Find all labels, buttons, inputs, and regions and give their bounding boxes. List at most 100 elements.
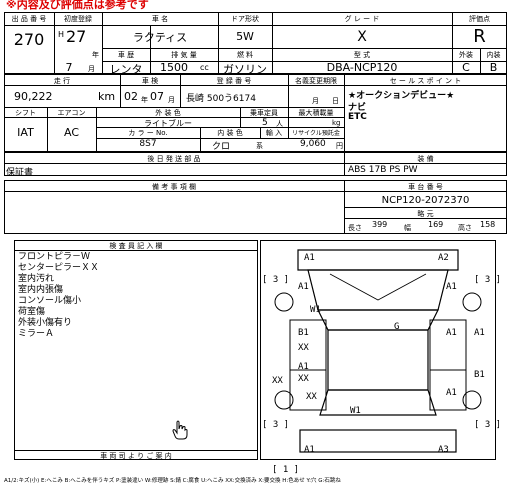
header-table <box>4 12 507 74</box>
score-label: 評価点 <box>469 15 490 23</box>
recycle-fee-unit: 円 <box>336 142 343 150</box>
size-label: 略 元 <box>417 210 434 218</box>
damage-label: A3 <box>438 445 449 455</box>
notes-list: フロントピラ－Ｗ センターピラーＸＸ 室内汚れ 室内内張傷 コンソール傷小 荷室… <box>18 252 99 340</box>
reg-year: 27 <box>66 27 87 46</box>
list-item: コンソール傷小 <box>18 296 82 306</box>
damage-label: G <box>394 322 400 332</box>
model-code: DBA-NCP120 <box>326 61 398 74</box>
grade-label: グ レ ー ド <box>344 15 380 23</box>
height: 158 <box>480 220 496 229</box>
first-reg-label: 初度登録 <box>64 15 92 23</box>
car-name: ラクティス <box>132 31 188 44</box>
recycle-label: 名義変更期限 <box>295 77 337 85</box>
plate-label: 登 録 番 号 <box>216 77 252 85</box>
int-label: 内装 <box>486 51 501 59</box>
door-type: 5W <box>236 30 254 43</box>
damage-label: A1 <box>298 282 309 292</box>
width-label: 幅 <box>404 224 411 232</box>
displacement: 1500 <box>160 61 188 74</box>
sales-point-1: ★オークションデビュー★ <box>348 91 455 101</box>
fuel: ガソリン <box>223 63 267 76</box>
mileage-table <box>4 74 507 152</box>
grade: X <box>357 29 367 45</box>
inspection-year-unit: 年 <box>141 96 148 104</box>
notes-panel <box>14 240 258 460</box>
door-label: ドア形状 <box>231 15 259 23</box>
damage-label: A1 <box>474 328 485 338</box>
fuel-label: 燃 料 <box>236 51 254 59</box>
ext-color-label: 外 装 色 <box>155 109 181 117</box>
capacity-unit: kg <box>332 119 341 127</box>
seats-label: 乗車定員 <box>250 109 278 117</box>
list-item: フロントピラ－Ｗ <box>18 252 91 262</box>
displacement-unit: cc <box>200 63 209 72</box>
damage-label: A1 <box>446 388 457 398</box>
width: 169 <box>428 220 444 229</box>
chassis-label: 車 台 番 号 <box>408 183 443 191</box>
reg-year-unit: 年 <box>92 51 99 59</box>
damage-label: A1 <box>298 362 309 372</box>
era: H <box>58 30 65 39</box>
recycle-fee-label: リサイクル預託金 <box>292 130 340 137</box>
damage-label: [ 1 ] <box>272 465 300 475</box>
damage-label: [ 3 ] <box>262 420 290 430</box>
damage-label: B1 <box>298 328 309 338</box>
height-label: 高さ <box>458 224 472 232</box>
damage-label: XX <box>298 374 309 384</box>
damage-label: [ 3 ] <box>474 275 502 285</box>
damage-label: A1 <box>304 445 315 455</box>
damage-label: W1 <box>350 406 361 416</box>
equip-label: 装 備 <box>417 155 434 163</box>
damage-label: XX <box>298 343 309 353</box>
mileage-label: 走 行 <box>53 77 71 85</box>
delivery-table <box>4 152 507 176</box>
ext-score: C <box>462 61 470 74</box>
car-diagram <box>260 240 496 460</box>
damage-label: A1 <box>304 253 315 263</box>
chassis-number: NCP120-2072370 <box>381 195 470 206</box>
notes-title: 検 査 員 記 入 欄 <box>109 242 163 250</box>
body-type: レンタ <box>109 63 143 76</box>
length: 399 <box>372 220 388 229</box>
damage-label: XX <box>272 376 283 386</box>
inspection-month: 07 <box>150 90 164 103</box>
lot-number: 270 <box>13 30 45 49</box>
car-name-label: 車 名 <box>151 15 169 23</box>
displacement-label: 排 気 量 <box>171 51 197 59</box>
color-no: 8S7 <box>139 139 157 149</box>
mileage: 90,222 <box>14 90 53 103</box>
delivery-label: 後 日 発 送 部 品 <box>147 155 201 163</box>
top-banner: ※内容及び評価点は参考です <box>6 0 149 11</box>
damage-label: W1 <box>310 305 321 315</box>
delivery-parts: 保証書 <box>6 168 34 178</box>
ext-label: 外装 <box>459 51 473 59</box>
recycle-day: 日 <box>332 97 339 105</box>
damage-label: A1 <box>446 282 457 292</box>
damage-label: [ 3 ] <box>262 275 290 285</box>
inspection-label: 車 検 <box>141 77 159 85</box>
import-label: 輸 入 <box>265 129 283 137</box>
damage-label: A1 <box>446 328 457 338</box>
damage-label: [ 3 ] <box>474 420 502 430</box>
length-label: 長さ <box>348 224 362 232</box>
score: R <box>473 26 486 47</box>
list-item: ミラーＡ <box>18 329 55 339</box>
car-outline <box>274 249 482 453</box>
inspection-year: 02 <box>124 90 138 103</box>
damage-label: B1 <box>474 370 485 380</box>
int-score: B <box>489 61 498 74</box>
int-color-label: 内 装 色 <box>217 129 243 137</box>
capacity-label: 最大積載量 <box>298 109 334 117</box>
sales-point-2: ナビ <box>348 103 367 113</box>
seats: 5 <box>262 118 268 128</box>
damage-label: XX <box>306 392 317 402</box>
sales-point-3: ETC <box>348 112 367 122</box>
seats-unit: 人 <box>276 120 283 128</box>
color-no-label: カ ラ ー No. <box>128 129 168 137</box>
aircon: AC <box>63 126 79 139</box>
ext-color: ライトブルー <box>144 119 192 128</box>
list-item: 荷室傷 <box>18 307 46 317</box>
legend-footer: A1/2:キズ(小) E:へこみ B:へこみを伴うキズ P:塗装違い W:修理跡… <box>4 478 341 484</box>
shift: IAT <box>17 126 34 139</box>
